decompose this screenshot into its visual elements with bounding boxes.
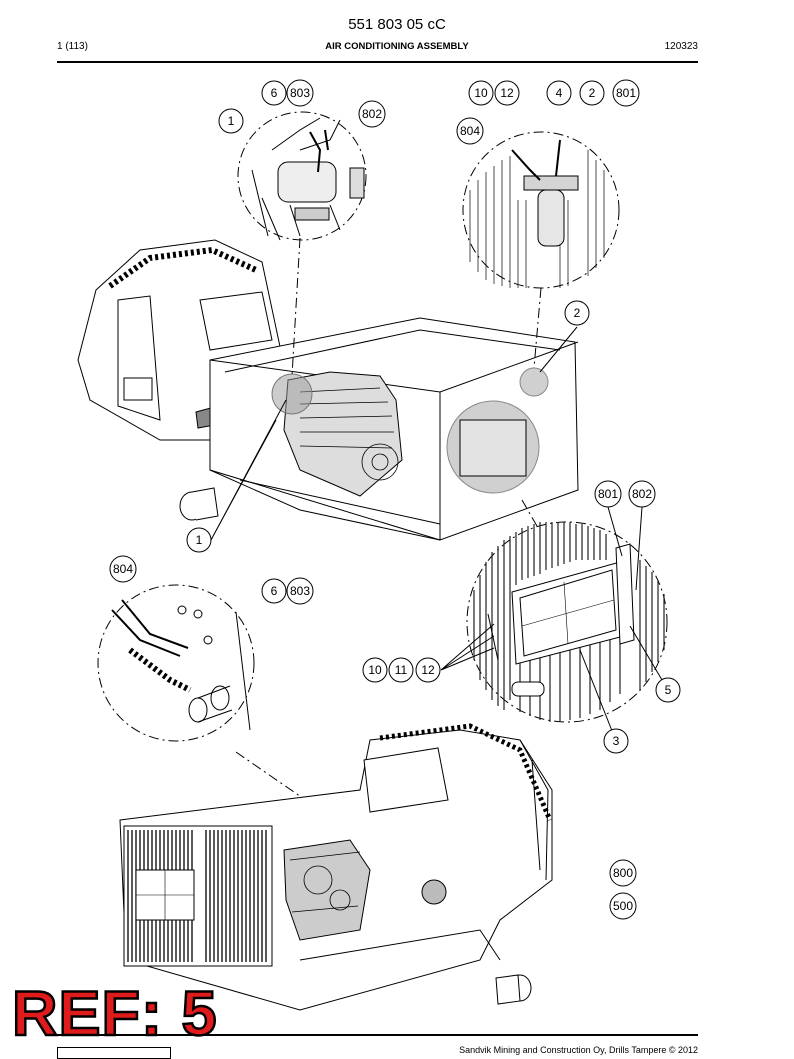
rear-machine-view [119,723,553,1011]
svg-text:10: 10 [474,86,488,100]
svg-text:804: 804 [460,124,480,138]
svg-text:801: 801 [598,487,618,501]
callout-3: 3 [603,728,629,754]
footer-copyright: Sandvik Mining and Construction Oy, Dril… [459,1045,698,1055]
callout-12-top: 12 [494,80,520,106]
callout-801-mid: 801 [594,480,622,508]
callout-804-left: 804 [109,555,137,583]
svg-text:800: 800 [613,866,633,880]
detail-condenser [440,506,669,742]
svg-text:1: 1 [228,114,235,128]
callout-6-top: 6 [261,80,287,106]
svg-text:803: 803 [290,584,310,598]
callout-803-top: 803 [286,79,314,107]
ref-stamp: REF: 5 [11,979,218,1049]
svg-text:6: 6 [271,584,278,598]
footer-rule [57,1034,698,1036]
svg-text:3: 3 [613,734,620,748]
callout-6-left: 6 [261,578,287,604]
callout-2-top: 2 [579,80,605,106]
svg-text:804: 804 [113,562,133,576]
callout-804-top: 804 [456,117,484,145]
svg-text:803: 803 [290,86,310,100]
callout-10-mid: 10 [362,657,388,683]
detail-hoses [97,584,321,811]
callout-11-mid: 11 [388,657,414,683]
svg-text:2: 2 [589,86,596,100]
svg-text:6: 6 [271,86,278,100]
svg-text:10: 10 [368,663,382,677]
svg-text:2: 2 [574,306,581,320]
callout-4: 4 [546,80,572,106]
svg-text:12: 12 [500,86,514,100]
svg-text:12: 12 [421,663,435,677]
svg-text:5: 5 [665,683,672,697]
callout-801-top: 801 [612,79,640,107]
callout-802-top: 802 [358,100,386,128]
svg-text:4: 4 [556,86,563,100]
callout-1-mid: 1 [186,527,212,553]
page-info: 1 (113) [57,41,88,52]
detail-receiver-drier [462,131,620,289]
document-date: 120323 [664,41,698,52]
callout-12-mid: 12 [415,657,441,683]
callout-5: 5 [655,677,681,703]
callout-1-top: 1 [218,108,244,134]
document-number: 551 803 05 cC [348,16,446,33]
callout-802-mid: 802 [628,480,656,508]
header-rule [57,61,698,63]
callout-803-left: 803 [286,577,314,605]
callout-10-top: 10 [468,80,494,106]
callout-500: 500 [609,892,637,920]
svg-text:1: 1 [196,533,203,547]
svg-text:11: 11 [395,663,408,677]
svg-text:802: 802 [362,107,382,121]
svg-text:802: 802 [632,487,652,501]
callout-800: 800 [609,859,637,887]
main-machine-view [77,237,579,541]
callout-2-mid: 2 [564,300,590,326]
detail-compressor [237,111,367,241]
document-title: AIR CONDITIONING ASSEMBLY [325,41,469,52]
svg-text:500: 500 [613,899,633,913]
svg-text:801: 801 [616,86,636,100]
